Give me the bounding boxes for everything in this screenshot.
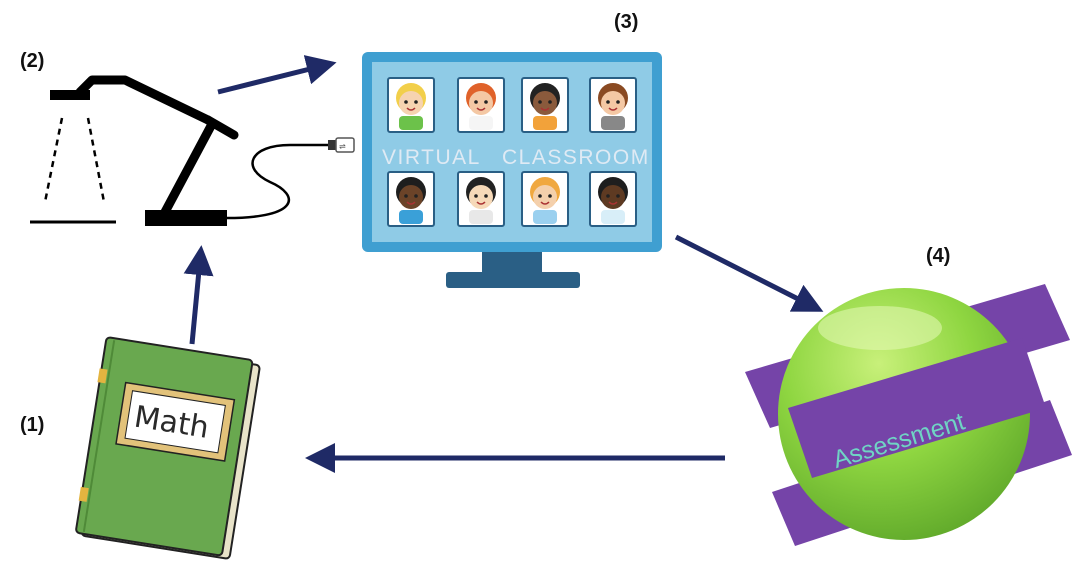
svg-text:⇌: ⇌ — [339, 142, 346, 151]
arrow-camera-to-monitor — [217, 55, 337, 95]
document-camera-icon — [30, 75, 239, 226]
assessment-badge-icon: Assessment — [745, 284, 1072, 546]
student-avatar-icon — [457, 77, 505, 133]
student-avatar-icon — [387, 171, 435, 227]
student-avatar-icon — [457, 171, 505, 227]
monitor-caption-classroom: CLASSROOM — [502, 146, 650, 169]
step-label-3: (3) — [614, 11, 638, 33]
arrow-monitor-to-assessment — [674, 234, 824, 312]
step-label-1: (1) — [20, 414, 44, 436]
arrow-book-to-camera — [183, 245, 214, 345]
student-avatar-grid — [387, 77, 637, 227]
student-avatar-icon — [521, 171, 569, 227]
student-avatar-icon — [521, 77, 569, 133]
book-icon: Math — [75, 336, 261, 560]
step-label-2: (2) — [20, 50, 44, 72]
student-avatar-icon — [589, 171, 637, 227]
monitor-caption-virtual: VIRTUAL — [382, 146, 481, 169]
usb-cable-icon: ⇌ — [226, 137, 355, 220]
virtual-classroom-monitor: VIRTUAL CLASSROOM — [362, 52, 662, 288]
student-avatar-icon — [589, 77, 637, 133]
step-label-4: (4) — [926, 245, 950, 267]
student-avatar-icon — [387, 77, 435, 133]
